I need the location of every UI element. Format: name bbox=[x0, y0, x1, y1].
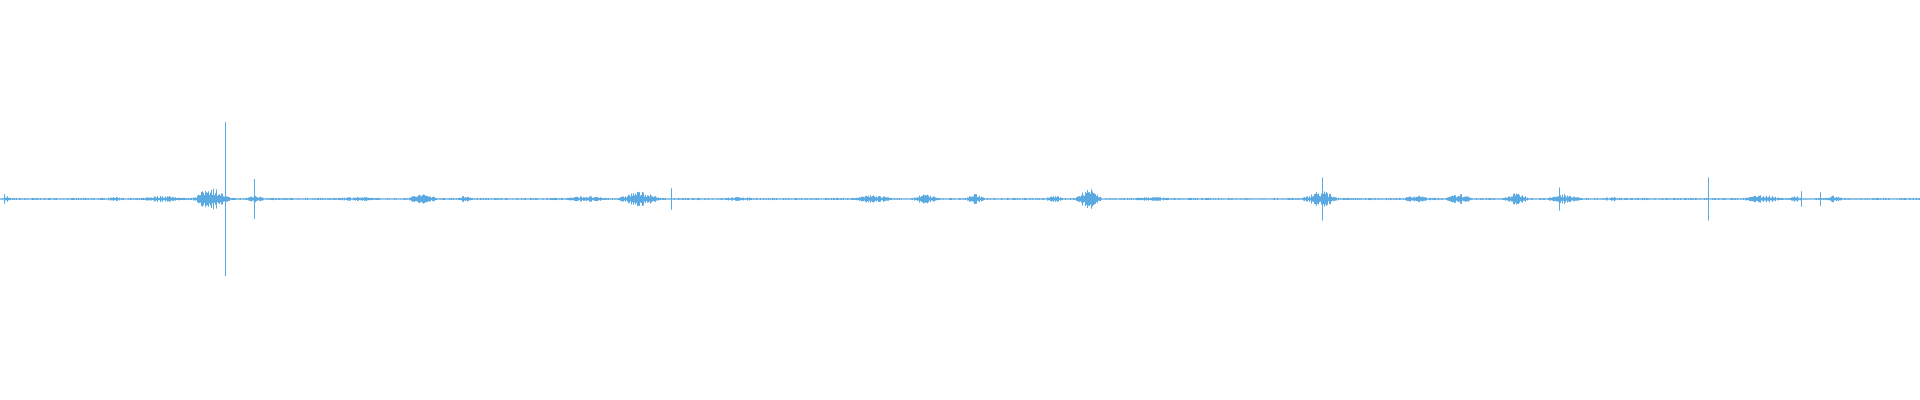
waveform-samples bbox=[0, 122, 1920, 276]
